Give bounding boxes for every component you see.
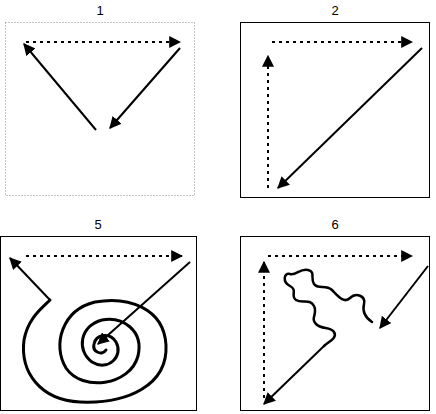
solid-arrow <box>380 266 428 328</box>
panel-number: 1 <box>94 4 105 17</box>
solid-arrow <box>264 346 324 404</box>
panel-number: 6 <box>329 218 340 231</box>
solid-arrow <box>10 258 50 300</box>
panel-number: 5 <box>92 218 103 231</box>
dotted-arrow <box>268 255 412 257</box>
panel-frame <box>241 237 430 411</box>
wiggly-path <box>285 270 372 346</box>
dotted-arrow <box>263 262 265 398</box>
panel-frame <box>241 23 430 198</box>
panel-frame <box>1 237 197 411</box>
solid-arrow <box>98 262 190 344</box>
panel-number: 2 <box>329 4 340 17</box>
solid-arrow <box>110 48 180 128</box>
solid-arrow <box>24 44 96 130</box>
dotted-arrow <box>267 56 269 188</box>
spiral-path <box>23 300 166 402</box>
dotted-arrow <box>26 41 180 43</box>
panel-frame <box>6 23 195 196</box>
dotted-arrow <box>272 41 412 43</box>
dotted-arrow <box>26 255 182 257</box>
solid-arrow <box>278 48 422 188</box>
